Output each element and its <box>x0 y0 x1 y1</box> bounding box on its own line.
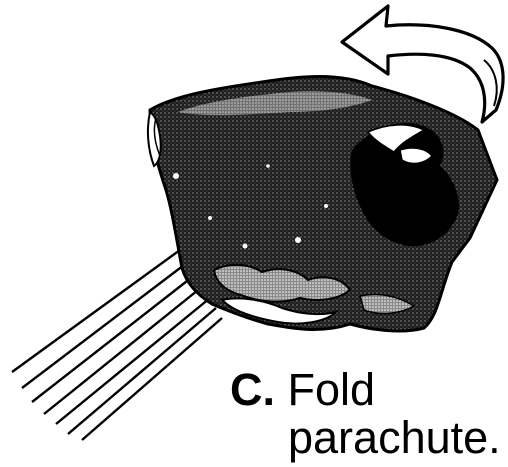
step-caption-line2: parachute. <box>288 415 501 460</box>
step-letter: C. <box>230 364 275 415</box>
step-caption-line1: C. Fold <box>230 367 375 412</box>
step-text-fold: Fold <box>288 364 376 415</box>
